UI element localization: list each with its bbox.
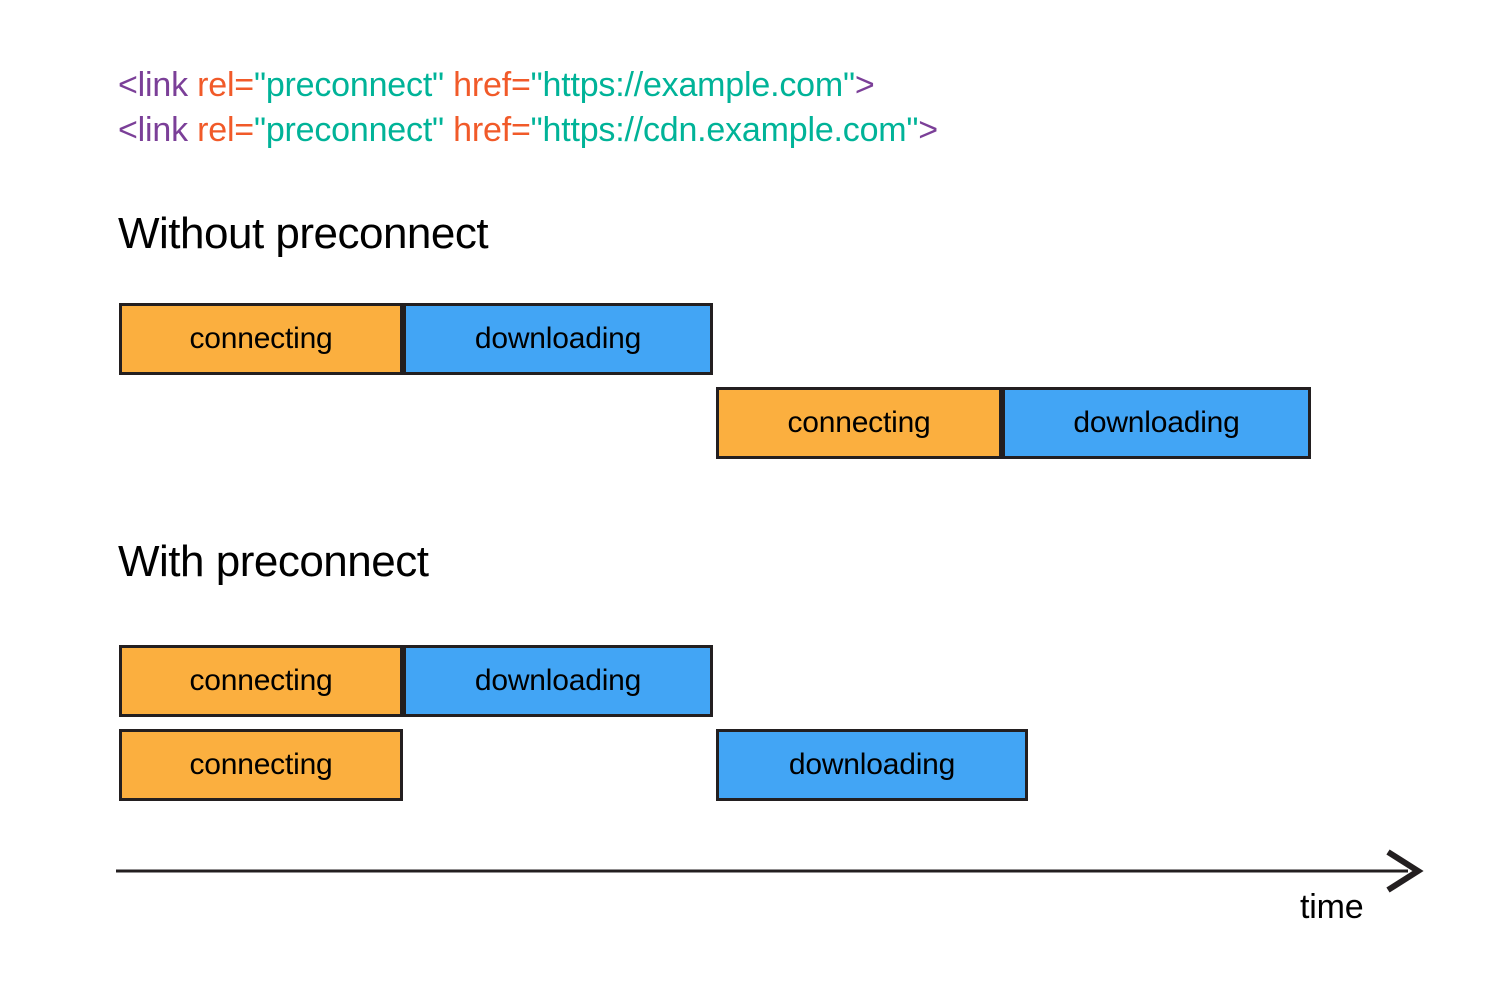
code-tag-open: <link: [118, 111, 188, 149]
time-axis: [116, 846, 1426, 896]
code-tag-close: >: [854, 66, 875, 104]
code-line-2: <link rel="preconnect" href="https://cdn…: [118, 108, 938, 153]
code-attr-rel: rel=: [187, 66, 254, 104]
bar-segment-downloading: downloading: [716, 729, 1028, 801]
code-value-href: "https://example.com": [530, 66, 855, 104]
bar-segment-connecting: connecting: [119, 645, 403, 717]
bar-segment-downloading: downloading: [1002, 387, 1311, 459]
bar-segment-connecting: connecting: [119, 729, 403, 801]
code-value-rel: "preconnect": [253, 66, 444, 104]
code-attr-rel: rel=: [187, 111, 254, 149]
code-tag-open: <link: [118, 66, 188, 104]
section-title-without-preconnect: Without preconnect: [118, 209, 489, 258]
code-attr-href: href=: [443, 111, 531, 149]
code-tag-close: >: [918, 111, 938, 149]
bar-segment-connecting: connecting: [716, 387, 1002, 459]
code-snippet: <link rel="preconnect" href="https://exa…: [118, 63, 938, 153]
code-attr-href: href=: [443, 66, 531, 104]
code-value-rel: "preconnect": [253, 111, 444, 149]
code-value-href: "https://cdn.example.com": [530, 111, 919, 149]
time-axis-label: time: [1300, 888, 1364, 926]
code-line-1: <link rel="preconnect" href="https://exa…: [118, 63, 938, 108]
section-title-with-preconnect: With preconnect: [118, 537, 429, 586]
bar-segment-connecting: connecting: [119, 303, 403, 375]
bar-segment-downloading: downloading: [403, 645, 713, 717]
bar-segment-downloading: downloading: [403, 303, 713, 375]
